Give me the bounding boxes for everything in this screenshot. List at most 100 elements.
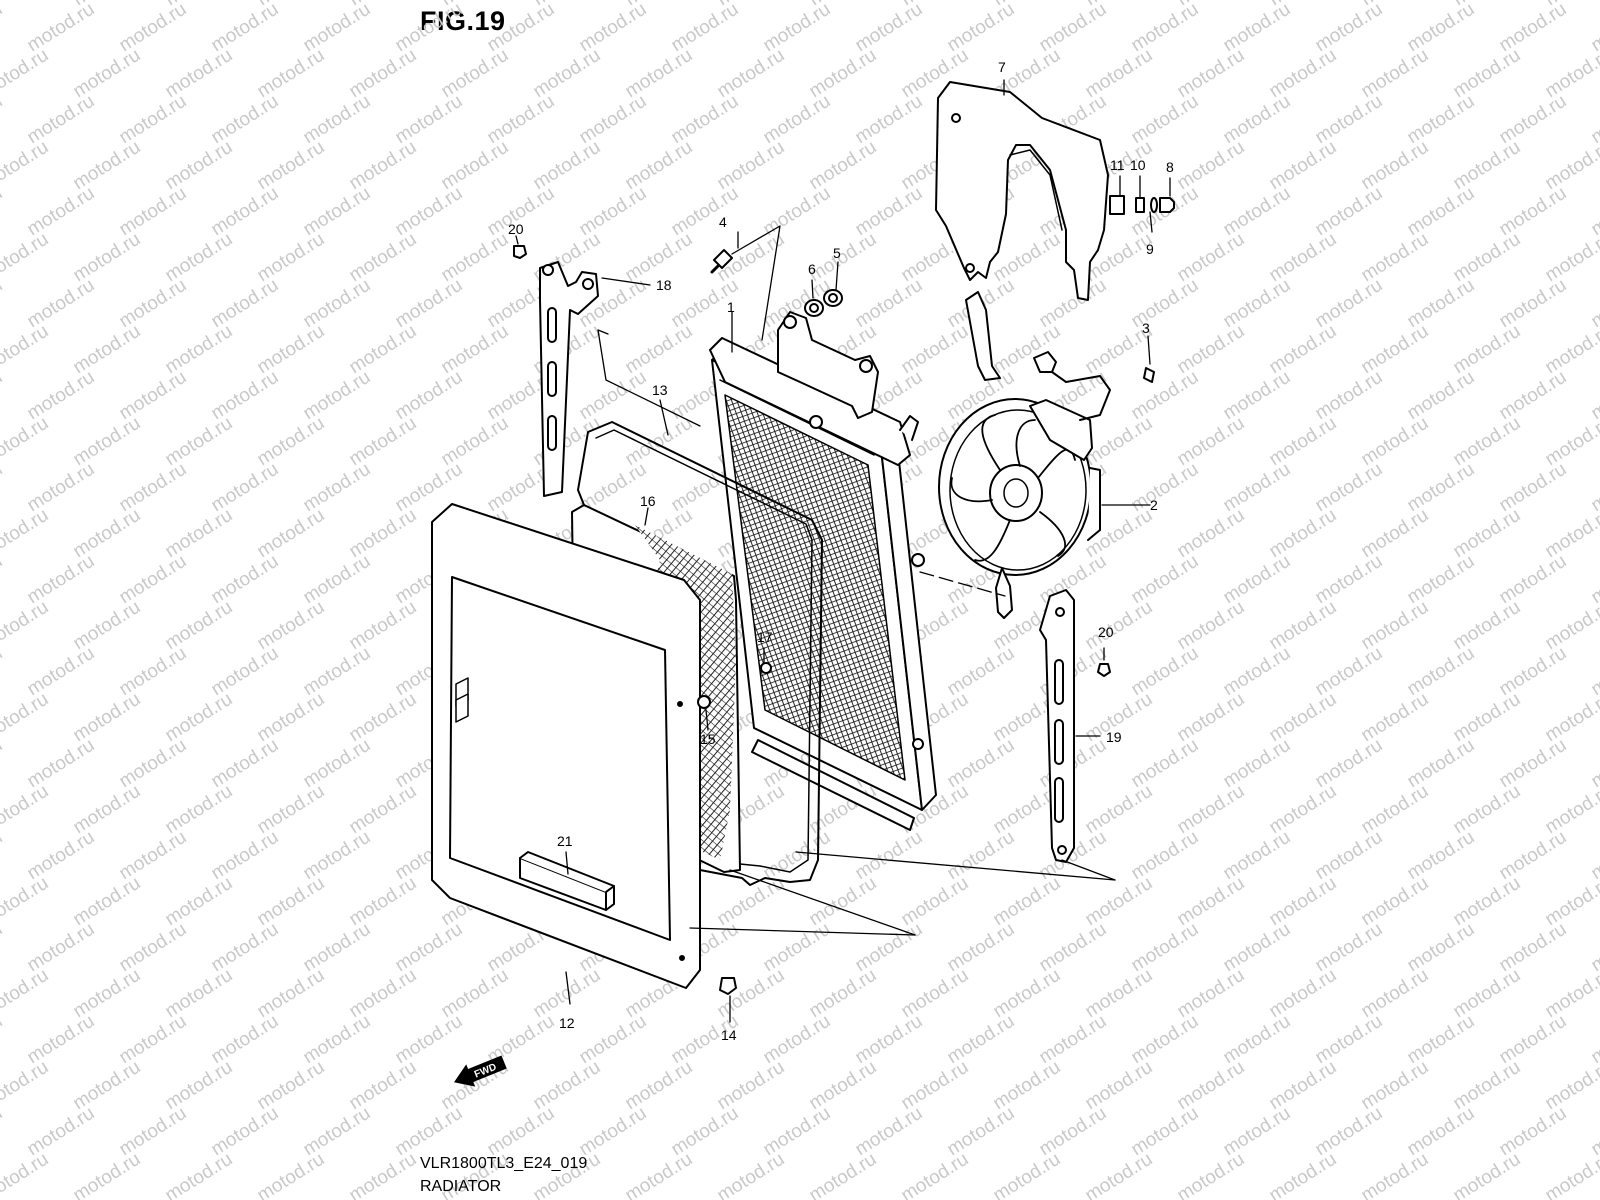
- watermark-text: motod.ru: [1542, 1149, 1600, 1200]
- watermark-text: motod.ru: [1588, 275, 1600, 333]
- watermark-text: motod.ru: [0, 1103, 6, 1161]
- bracket-right: [1039, 589, 1075, 863]
- watermark-text: motod.ru: [0, 551, 6, 609]
- watermark-text: motod.ru: [208, 1195, 283, 1200]
- watermark-text: motod.ru: [0, 367, 6, 425]
- watermark-text: motod.ru: [1542, 873, 1600, 931]
- watermark-text: motod.ru: [760, 1195, 835, 1200]
- watermark-text: motod.ru: [1588, 0, 1600, 56]
- watermark-text: motod.ru: [0, 827, 6, 885]
- watermark-text: motod.ru: [0, 689, 52, 747]
- callout-4: 4: [719, 214, 727, 230]
- watermark-text: motod.ru: [1542, 137, 1600, 195]
- watermark-text: motod.ru: [0, 459, 6, 517]
- callout-9: 9: [1146, 241, 1154, 257]
- watermark-text: motod.ru: [0, 183, 6, 241]
- watermark-text: motod.ru: [1588, 735, 1600, 793]
- watermark-text: motod.ru: [1266, 1149, 1341, 1200]
- watermark-text: motod.ru: [0, 965, 52, 1023]
- watermark-text: motod.ru: [1082, 1149, 1157, 1200]
- callout-8: 8: [1166, 159, 1174, 175]
- watermark-text: motod.ru: [1542, 45, 1600, 103]
- watermark-text: motod.ru: [1450, 1149, 1525, 1200]
- callout-19: 19: [1106, 729, 1122, 745]
- watermark-text: motod.ru: [0, 735, 6, 793]
- watermark-text: motod.ru: [0, 1057, 52, 1115]
- watermark-text: motod.ru: [0, 229, 52, 287]
- watermark-text: motod.ru: [1358, 1149, 1433, 1200]
- model-code: VLR1800TL3_E24_019: [420, 1155, 588, 1172]
- watermark-text: motod.ru: [944, 1195, 1019, 1200]
- watermark-text: motod.ru: [1588, 1195, 1600, 1200]
- watermark-text: motod.ru: [1542, 321, 1600, 379]
- watermark-text: motod.ru: [300, 1195, 375, 1200]
- watermark-text: motod.ru: [1036, 1195, 1111, 1200]
- watermark-text: motod.ru: [0, 91, 6, 149]
- watermark-text: motod.ru: [0, 505, 52, 563]
- watermark-text: motod.ru: [0, 0, 6, 56]
- watermark-text: motod.ru: [1588, 1011, 1600, 1069]
- watermark-text: motod.ru: [1588, 367, 1600, 425]
- watermark-text: motod.ru: [0, 45, 52, 103]
- watermark-text: motod.ru: [0, 919, 6, 977]
- callout-labels: 1 2 3 4 5 6 7 8 9 10 11 12 13 14 15 16 1…: [508, 59, 1174, 1043]
- watermark-text: motod.ru: [1542, 1057, 1600, 1115]
- callout-6: 6: [808, 261, 816, 277]
- callout-2: 2: [1150, 497, 1158, 513]
- watermark-text: motod.ru: [1588, 91, 1600, 149]
- callout-17: 17: [757, 629, 773, 645]
- watermark-text: motod.ru: [1588, 1103, 1600, 1161]
- leader-lines: [515, 79, 1171, 1023]
- watermark-text: motod.ru: [0, 275, 6, 333]
- callout-7: 7: [998, 59, 1006, 75]
- watermark-text: motod.ru: [714, 1149, 789, 1200]
- watermark-text: motod.ru: [1588, 643, 1600, 701]
- callout-10: 10: [1130, 157, 1146, 173]
- callout-20-right: 20: [1098, 624, 1114, 640]
- watermark-text: motod.ru: [116, 1195, 191, 1200]
- watermark-text: motod.ru: [1588, 183, 1600, 241]
- callout-11: 11: [1110, 157, 1125, 173]
- watermark-text: motod.ru: [990, 1149, 1065, 1200]
- cooling-fan: [938, 291, 1111, 619]
- watermark-text: motod.ru: [898, 1149, 973, 1200]
- watermark-text: motod.ru: [1404, 1195, 1479, 1200]
- watermark-text: motod.ru: [668, 1195, 743, 1200]
- callout-21: 21: [557, 833, 573, 849]
- watermark-text: motod.ru: [1220, 1195, 1295, 1200]
- watermark-text: motod.ru: [24, 1195, 99, 1200]
- watermark-text: motod.ru: [0, 643, 6, 701]
- watermark-text: motod.ru: [1174, 1149, 1249, 1200]
- hardware-parts: [513, 195, 1175, 995]
- watermark-text: motod.ru: [0, 1149, 52, 1200]
- watermark-text: motod.ru: [0, 1011, 6, 1069]
- callout-15: 15: [700, 731, 716, 747]
- forward-arrow-icon: [454, 1055, 507, 1087]
- radiator-core: [709, 311, 937, 831]
- callout-5: 5: [833, 245, 841, 261]
- watermark-text: motod.ru: [1542, 689, 1600, 747]
- watermark-text: motod.ru: [0, 413, 52, 471]
- watermark-text: motod.ru: [1496, 1195, 1571, 1200]
- bracket-left: [539, 261, 599, 497]
- watermark-text: motod.ru: [1128, 1195, 1203, 1200]
- watermark-text: motod.ru: [1542, 413, 1600, 471]
- callout-1: 1: [727, 299, 735, 315]
- section-name: RADIATOR: [420, 1178, 502, 1195]
- watermark-text: motod.ru: [0, 137, 52, 195]
- figure-title: FIG.19: [420, 6, 506, 36]
- watermark-text: motod.ru: [0, 781, 52, 839]
- watermark-text: motod.ru: [1542, 965, 1600, 1023]
- watermark-text: motod.ru: [1312, 1195, 1387, 1200]
- watermark-text: motod.ru: [1588, 551, 1600, 609]
- callout-16: 16: [640, 493, 656, 509]
- watermark-text: motod.ru: [70, 1149, 145, 1200]
- watermark-text: motod.ru: [254, 1149, 329, 1200]
- callout-20-left: 20: [508, 221, 524, 237]
- watermark-text: motod.ru: [1542, 229, 1600, 287]
- watermark-text: motod.ru: [1588, 827, 1600, 885]
- watermark-text: motod.ru: [346, 1149, 421, 1200]
- watermark-text: motod.ru: [622, 1149, 697, 1200]
- watermark-text: motod.ru: [1588, 919, 1600, 977]
